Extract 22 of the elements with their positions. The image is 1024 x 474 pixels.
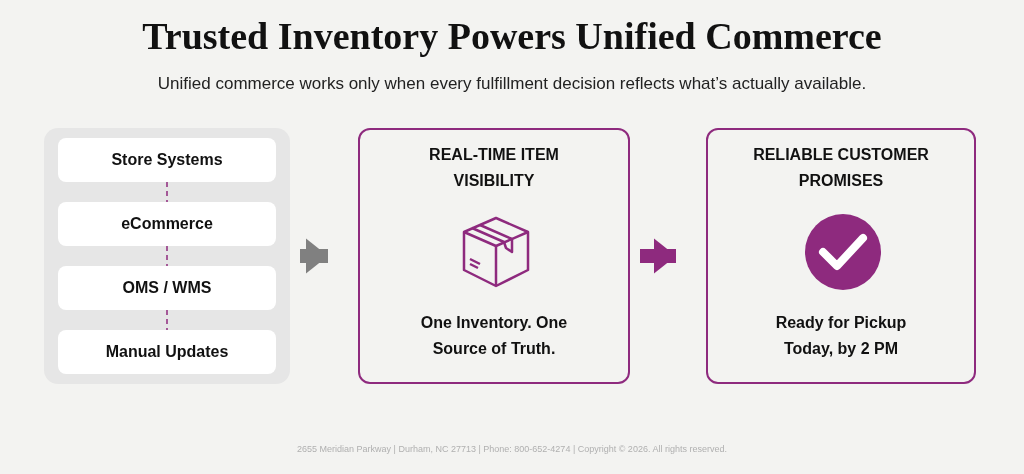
dashed-connector bbox=[166, 181, 168, 203]
node-heading: RELIABLE CUSTOMER PROMISES bbox=[752, 145, 930, 191]
dashed-connector bbox=[166, 245, 168, 267]
node-text: Ready for Pickup Today, by 2 PM bbox=[774, 313, 908, 359]
subtitle: Unified commerce works only when every fulfillment decision reflects what’s actually available. bbox=[156, 74, 868, 94]
node-text: One Inventory. One Source of Truth. bbox=[419, 313, 569, 359]
node-label: eCommerce bbox=[120, 214, 214, 234]
node-label: Manual Updates bbox=[104, 342, 230, 362]
arrow bbox=[300, 238, 328, 274]
node-label: OMS / WMS bbox=[121, 278, 213, 298]
process-box bbox=[358, 128, 630, 384]
node-label: Store Systems bbox=[110, 150, 224, 170]
system-box bbox=[58, 266, 276, 310]
title: Trusted Inventory Powers Unified Commerce bbox=[141, 14, 883, 58]
system-box bbox=[58, 330, 276, 374]
process-box bbox=[706, 128, 976, 384]
system-box bbox=[58, 202, 276, 246]
dashed-connector bbox=[166, 309, 168, 331]
panel bbox=[44, 128, 290, 384]
arrow bbox=[640, 238, 676, 274]
system-box bbox=[58, 138, 276, 182]
node-heading: REAL-TIME ITEM VISIBILITY bbox=[428, 145, 560, 191]
